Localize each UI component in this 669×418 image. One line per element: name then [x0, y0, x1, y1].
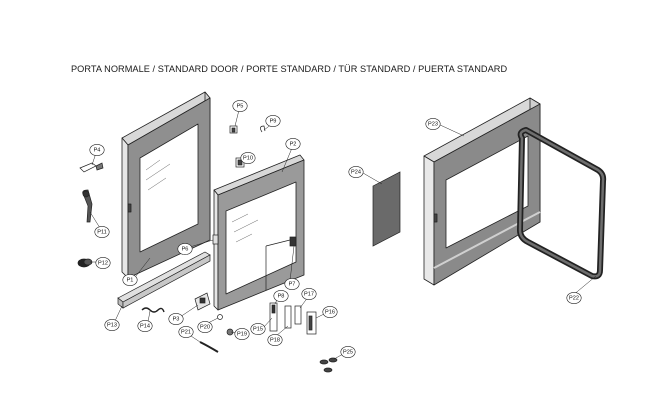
- callout-label: P22: [569, 295, 579, 301]
- door-frame-left: [121, 91, 211, 279]
- diagram-title: PORTA NORMALE / STANDARD DOOR / PORTE ST…: [71, 64, 508, 74]
- callout-p14: P14: [137, 320, 153, 332]
- callout-p24: P24: [348, 166, 364, 178]
- callout-label: P15: [253, 326, 263, 332]
- callout-label: P11: [97, 229, 107, 235]
- callout-p15: P15: [250, 323, 266, 335]
- callout-p6: P6: [177, 243, 193, 255]
- callout-label: P17: [304, 291, 314, 297]
- callout-label: P18: [270, 337, 280, 343]
- insulation-panel: [372, 171, 401, 247]
- callout-label: P3: [173, 316, 180, 322]
- callout-p25: P25: [340, 346, 356, 358]
- callout-p10: P10: [240, 152, 256, 164]
- door-gasket: [517, 127, 607, 280]
- callout-p19: P19: [234, 328, 250, 340]
- callout-label: P6: [182, 246, 189, 252]
- callout-label: P5: [237, 103, 244, 109]
- callout-p20: P20: [197, 321, 213, 333]
- callout-p11: P11: [94, 226, 110, 238]
- callout-label: P20: [200, 324, 210, 330]
- callout-p2: P2: [285, 138, 301, 150]
- callout-p4: P4: [89, 144, 105, 156]
- callout-label: P8: [278, 293, 285, 299]
- callout-label: P19: [237, 331, 247, 337]
- callout-p16: P16: [322, 306, 338, 318]
- callout-p8: P8: [273, 290, 289, 302]
- callout-p13: P13: [104, 319, 120, 331]
- callout-label: P10: [243, 155, 253, 161]
- callout-label: P24: [351, 169, 361, 175]
- small-parts: [77, 125, 338, 373]
- callout-label: P25: [343, 349, 353, 355]
- callout-label: P12: [98, 260, 108, 266]
- callout-label: P7: [289, 281, 296, 287]
- door-panel: [213, 154, 305, 311]
- callout-label: P1: [127, 277, 134, 283]
- callout-p9: P9: [265, 115, 281, 127]
- callout-label: P2: [290, 141, 297, 147]
- callout-p12: P12: [95, 257, 111, 269]
- callout-label: P13: [107, 322, 117, 328]
- callout-p21: P21: [178, 326, 194, 338]
- callout-p1: P1: [122, 274, 138, 286]
- callout-label: P16: [325, 309, 335, 315]
- callout-p23: P23: [425, 118, 441, 130]
- callout-p17: P17: [301, 288, 317, 300]
- hinge-rail: [117, 251, 211, 309]
- callout-p22: P22: [566, 292, 582, 304]
- callout-label: P21: [181, 329, 191, 335]
- callout-label: P9: [270, 118, 277, 124]
- callout-label: P14: [140, 323, 150, 329]
- callout-p18: P18: [267, 334, 283, 346]
- callout-p7: P7: [284, 278, 300, 290]
- callout-label: P4: [94, 147, 101, 153]
- callout-label: P23: [428, 121, 438, 127]
- callout-p5: P5: [232, 100, 248, 112]
- callout-p3: P3: [168, 313, 184, 325]
